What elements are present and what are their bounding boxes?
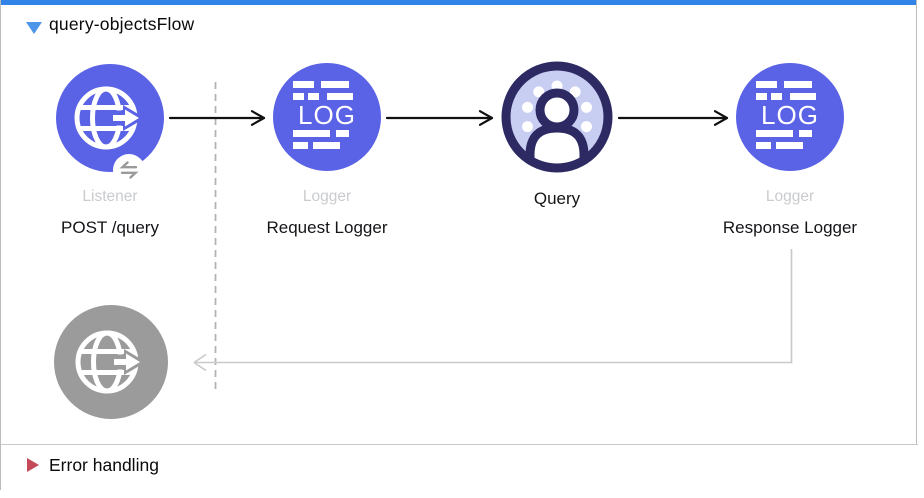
query-contact-icon [501,61,613,173]
logger-icon: LOG [756,81,819,149]
flow-title[interactable]: query-objectsFlow [49,14,195,34]
node-type-label: Logger [302,188,352,205]
expand-error-triangle-icon[interactable] [27,458,39,472]
logger-icon: LOG [293,81,356,149]
error-handling-section[interactable]: Error handling [1,444,918,490]
node-http-listener[interactable] [56,64,164,186]
flow-header: query-objectsFlow [1,5,916,45]
node-name-label: Request Logger [266,218,388,237]
svg-text:LOG: LOG [761,100,819,130]
node-name-label: Response Logger [722,218,858,237]
collapse-flow-triangle-icon[interactable] [26,22,42,34]
http-listener-icon [74,86,145,150]
node-type-label: Logger [765,188,815,205]
node-response-logger[interactable]: LOG [736,63,844,171]
node-name-label: Query [533,189,581,208]
node-response-endpoint[interactable] [54,305,168,419]
error-handling-label: Error handling [49,455,159,475]
exchange-badge-icon [113,154,145,186]
panel-accent-bar [1,0,916,5]
node-query[interactable] [501,61,613,173]
http-listener-icon [75,330,146,394]
node-type-label: Listener [82,188,138,205]
node-name-label: POST /query [61,218,159,237]
svg-text:LOG: LOG [298,100,356,130]
node-request-logger[interactable]: LOG [273,63,381,171]
